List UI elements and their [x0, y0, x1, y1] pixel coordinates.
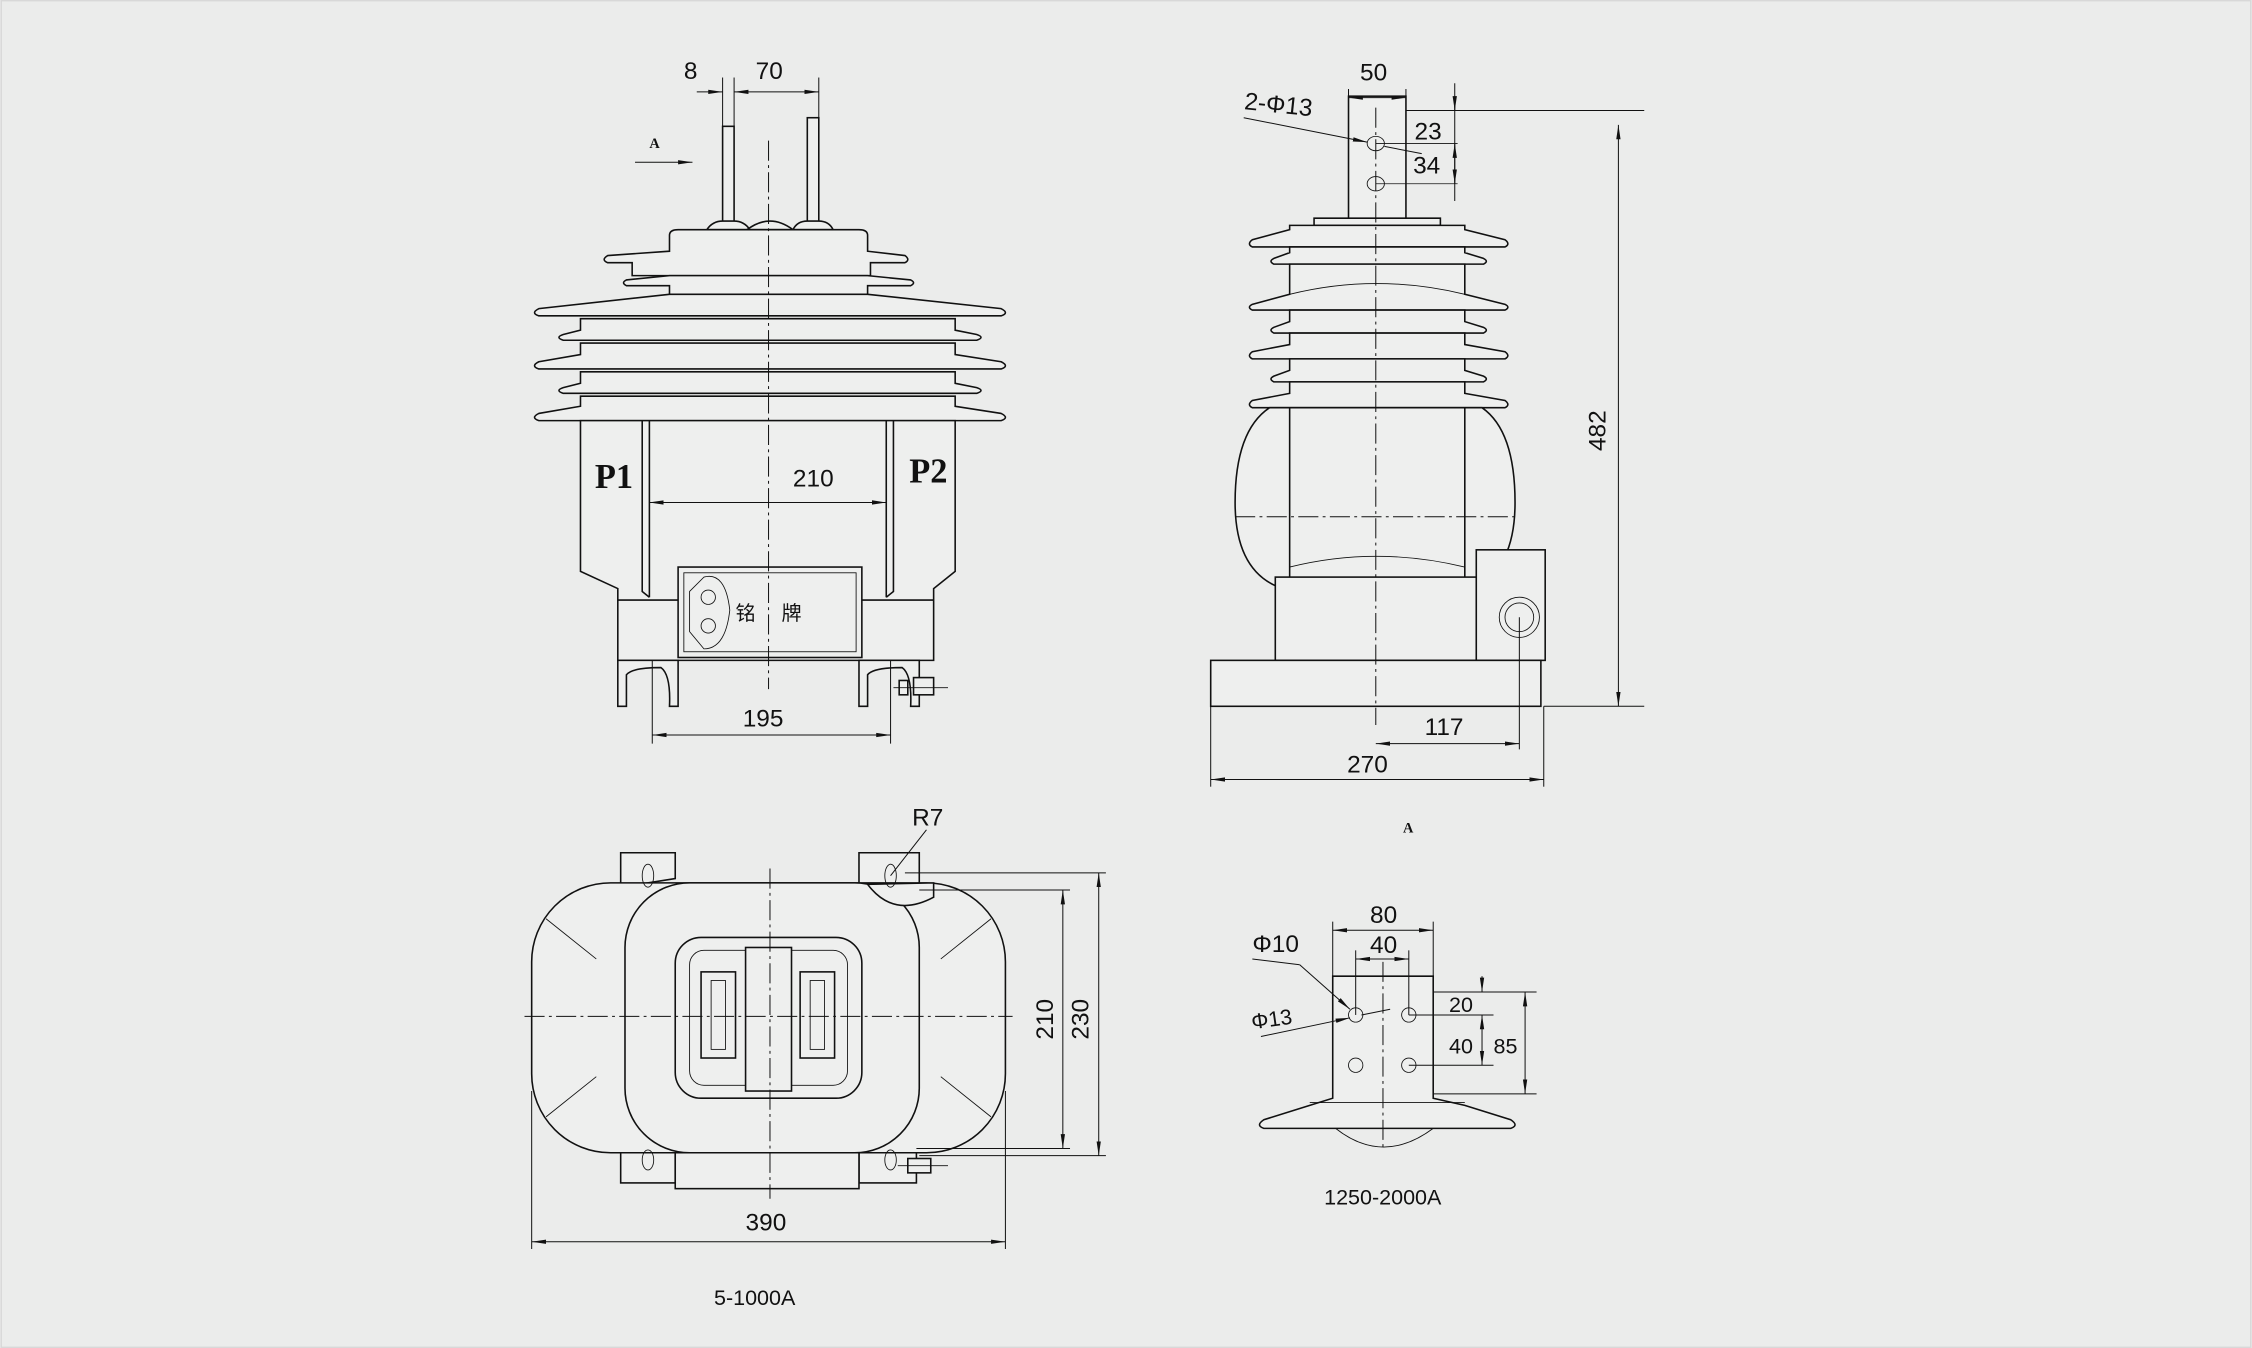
- transformer-bulb: [1234, 406, 1516, 587]
- dim-large-hole: Φ13: [1250, 1005, 1294, 1034]
- caption-5-1000a: 5-1000A: [714, 1286, 796, 1310]
- dim-hole-spacing-y: 40: [1449, 1035, 1473, 1059]
- nameplate-char-2: 牌: [781, 601, 801, 625]
- label-p2: P2: [909, 452, 947, 490]
- dim-height: 482: [1584, 410, 1611, 451]
- dim-inner-width: 210: [793, 466, 834, 493]
- dim-terminal-spacing: 70: [756, 58, 783, 85]
- dim-tab-width: 50: [1360, 59, 1387, 86]
- terminal-tab: [1347, 95, 1407, 227]
- top-view: R7 210 230 390 5-1000A: [524, 804, 1106, 1310]
- dim-base-length: 270: [1347, 751, 1388, 778]
- nameplate: [677, 566, 863, 659]
- insulator-shed-top: [603, 228, 909, 277]
- nameplate-char-1: 铭: [736, 601, 756, 625]
- mounting-foot-right: [858, 659, 921, 708]
- dim-width: 390: [746, 1209, 787, 1236]
- dim-hole-spacing-x: 40: [1370, 932, 1397, 959]
- primary-terminal-left: [721, 125, 735, 231]
- label-p1: P1: [595, 458, 633, 496]
- primary-terminal-right: [806, 116, 820, 231]
- dim-radius: R7: [912, 804, 943, 831]
- dim-hole-spacing: 34: [1413, 153, 1440, 180]
- mounting-foot-left: [617, 659, 679, 708]
- dim-tab-width: 80: [1370, 902, 1397, 929]
- side-view: 50 2-Φ13 23 34 482 117 270 A: [1209, 59, 1645, 837]
- insulator-sheds: [533, 293, 1007, 422]
- dim-top-offset: 23: [1415, 118, 1442, 145]
- dim-lug-offset: 117: [1425, 714, 1464, 741]
- dim-hole-label: 2-Φ13: [1243, 88, 1314, 122]
- insulator-sheds: [1248, 224, 1509, 409]
- terminal-tab-large: [1258, 975, 1516, 1130]
- dim-inner-depth: 210: [1032, 999, 1059, 1040]
- dim-small-hole: Φ10: [1252, 931, 1299, 958]
- caption-1250-2000a: 1250-2000A: [1324, 1185, 1442, 1209]
- dim-top-offset: 20: [1449, 993, 1473, 1017]
- dim-outer-depth: 230: [1068, 999, 1095, 1040]
- front-view: 铭 牌 P1 P2 A 8 70 210 195: [533, 58, 1007, 744]
- view-marker-a: A: [649, 136, 660, 152]
- view-marker-a: A: [1403, 821, 1414, 837]
- ground-lug-box: [1475, 549, 1546, 662]
- dim-terminal-width: 8: [684, 58, 698, 85]
- terminal-view: 80 40 Φ10 Φ13 20 40 85 1250-2000A: [1250, 902, 1537, 1209]
- dim-total: 85: [1494, 1035, 1518, 1059]
- dim-mount-spacing: 195: [743, 705, 784, 732]
